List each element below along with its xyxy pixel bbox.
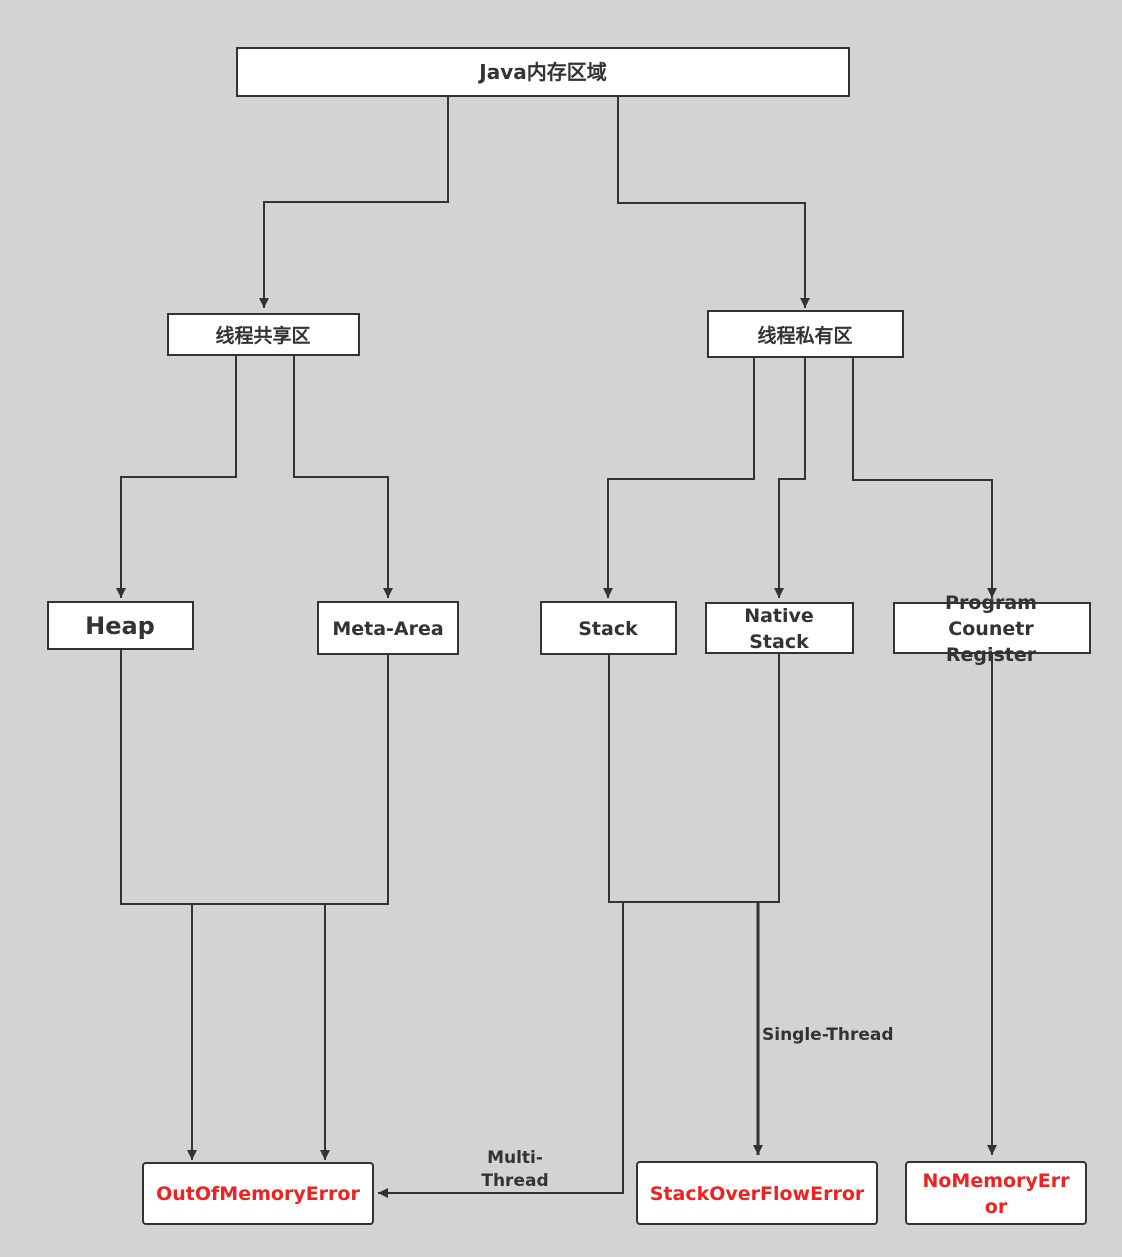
oom-error-label: OutOfMemoryError — [156, 1183, 360, 1205]
program-counter-label-line2: Counetr — [948, 618, 1034, 640]
root-label: Java内存区域 — [477, 60, 606, 84]
multi-thread-label-line1: Multi- — [487, 1148, 543, 1168]
root-node[interactable]: Java内存区域 — [236, 47, 850, 97]
connector-shared-meta — [293, 355, 393, 598]
connector-multi-thread — [378, 902, 624, 1198]
single-thread-label: Single-Thread — [762, 1025, 894, 1045]
connector-private-stack — [603, 357, 755, 598]
nme-error-label-line2: or — [985, 1196, 1008, 1218]
native-stack-label-line1: Native — [744, 605, 814, 627]
connector-private-native — [774, 357, 806, 598]
shared-area-label: 线程共享区 — [215, 324, 310, 347]
sofe-error-node[interactable]: StackOverFlowError — [636, 1161, 878, 1225]
meta-area-label: Meta-Area — [332, 618, 443, 640]
program-counter-node[interactable]: Program Counetr Register — [893, 592, 1091, 666]
stack-label: Stack — [578, 618, 638, 640]
sofe-error-label: StackOverFlowError — [650, 1183, 865, 1205]
private-area-label: 线程私有区 — [757, 324, 852, 347]
multi-thread-label-line2: Thread — [481, 1171, 548, 1191]
connector-heap-merge — [120, 649, 389, 905]
connector-shared-heap — [116, 355, 237, 598]
heap-label: Heap — [85, 612, 155, 640]
shared-area-node[interactable]: 线程共享区 — [167, 313, 360, 356]
program-counter-label-line3: Register — [946, 644, 1037, 666]
nme-error-node[interactable]: NoMemoryErr or — [905, 1161, 1087, 1225]
native-stack-node[interactable]: Native Stack — [705, 602, 854, 654]
nme-error-label-line1: NoMemoryErr — [922, 1170, 1070, 1192]
connector-stack-merge — [608, 653, 780, 903]
private-area-node[interactable]: 线程私有区 — [707, 310, 904, 358]
native-stack-label-line2: Stack — [749, 631, 809, 653]
connector-root-shared — [259, 96, 449, 308]
connector-private-pc — [852, 357, 997, 598]
stack-node[interactable]: Stack — [540, 601, 677, 655]
connectors — [116, 96, 997, 1198]
meta-area-node[interactable]: Meta-Area — [317, 601, 459, 655]
heap-node[interactable]: Heap — [47, 601, 194, 650]
connector-root-private — [617, 96, 810, 308]
program-counter-label-line1: Program — [945, 592, 1037, 614]
oom-error-node[interactable]: OutOfMemoryError — [142, 1162, 374, 1225]
